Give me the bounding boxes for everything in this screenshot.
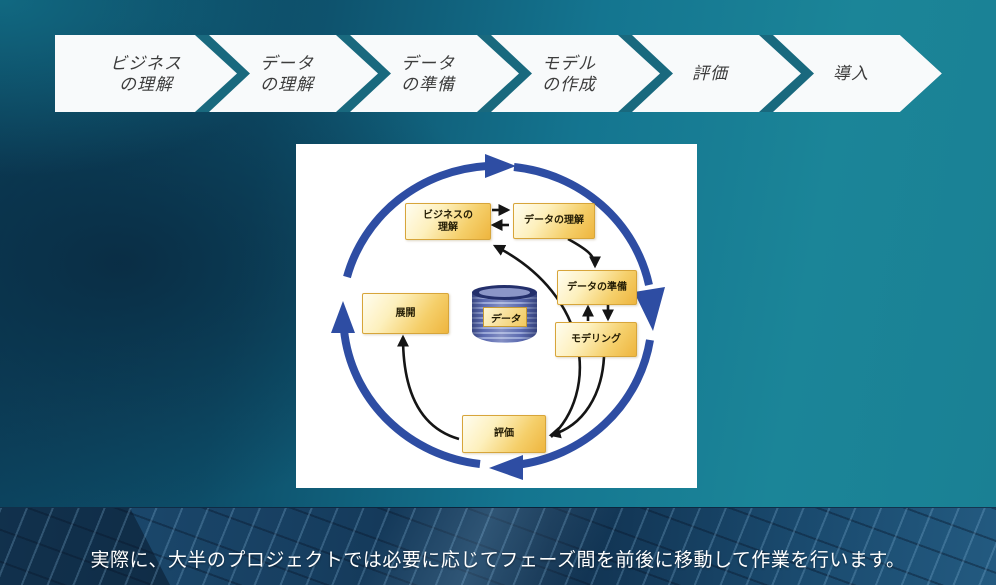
node-data-preparation: データの準備 xyxy=(557,270,637,305)
process-flow-bar: ビジネス の理解 データ の理解 データ の準備 モデル の作成 評価 導入 xyxy=(55,35,942,112)
cycle-arrowhead-bottom xyxy=(489,455,523,480)
cycle-arrowhead-left xyxy=(331,301,355,333)
node-business-understanding: ビジネスの 理解 xyxy=(405,203,491,240)
step-label-line1: ビジネス xyxy=(110,53,182,73)
node-evaluation: 評価 xyxy=(462,415,546,453)
step-label-line1: データ xyxy=(401,53,455,73)
slide-caption: 実際に、大半のプロジェクトでは必要に応じてフェーズ間を前後に移動して作業を行いま… xyxy=(90,550,906,571)
node-label: 展開 xyxy=(395,307,416,319)
node-deployment: 展開 xyxy=(362,293,449,334)
step-label-line1: 評価 xyxy=(692,64,728,83)
node-label: データの理解 xyxy=(524,215,584,226)
cycle-arrowhead-right xyxy=(634,287,665,331)
process-step-business-understanding: ビジネス の理解 xyxy=(55,35,237,112)
node-label: 理解 xyxy=(438,221,458,233)
arrow-evaluation-to-deployment xyxy=(397,334,460,441)
crisp-dm-diagram-image: ビジネスの 理解 データの理解 データの準備 モデリング 展開 評価 データ xyxy=(296,144,697,488)
cityscape-photo xyxy=(0,507,996,585)
arrow-dataunderstanding-to-preparation xyxy=(567,237,601,269)
node-label: ビジネスの xyxy=(423,209,473,221)
step-label-line1: 導入 xyxy=(833,64,869,83)
step-label-line2: の理解 xyxy=(260,74,314,94)
node-modeling: モデリング xyxy=(555,322,637,357)
step-label-line1: モデル xyxy=(542,53,596,73)
arrow-modeling-to-evaluation xyxy=(548,356,606,439)
step-label-line1: データ xyxy=(260,53,314,73)
step-label-line2: の作成 xyxy=(542,74,596,94)
node-label: 評価 xyxy=(494,428,514,439)
cycle-and-arrows-graphic xyxy=(331,154,665,480)
node-data-store: データ xyxy=(483,307,527,327)
node-label: モデリング xyxy=(571,333,621,345)
cycle-arrowhead-top xyxy=(485,154,516,178)
node-label: データの準備 xyxy=(567,281,627,293)
node-data-understanding: データの理解 xyxy=(513,203,595,239)
cylinder-top xyxy=(472,285,537,300)
step-label-line2: の準備 xyxy=(401,74,455,94)
step-label-line2: の理解 xyxy=(119,74,173,94)
